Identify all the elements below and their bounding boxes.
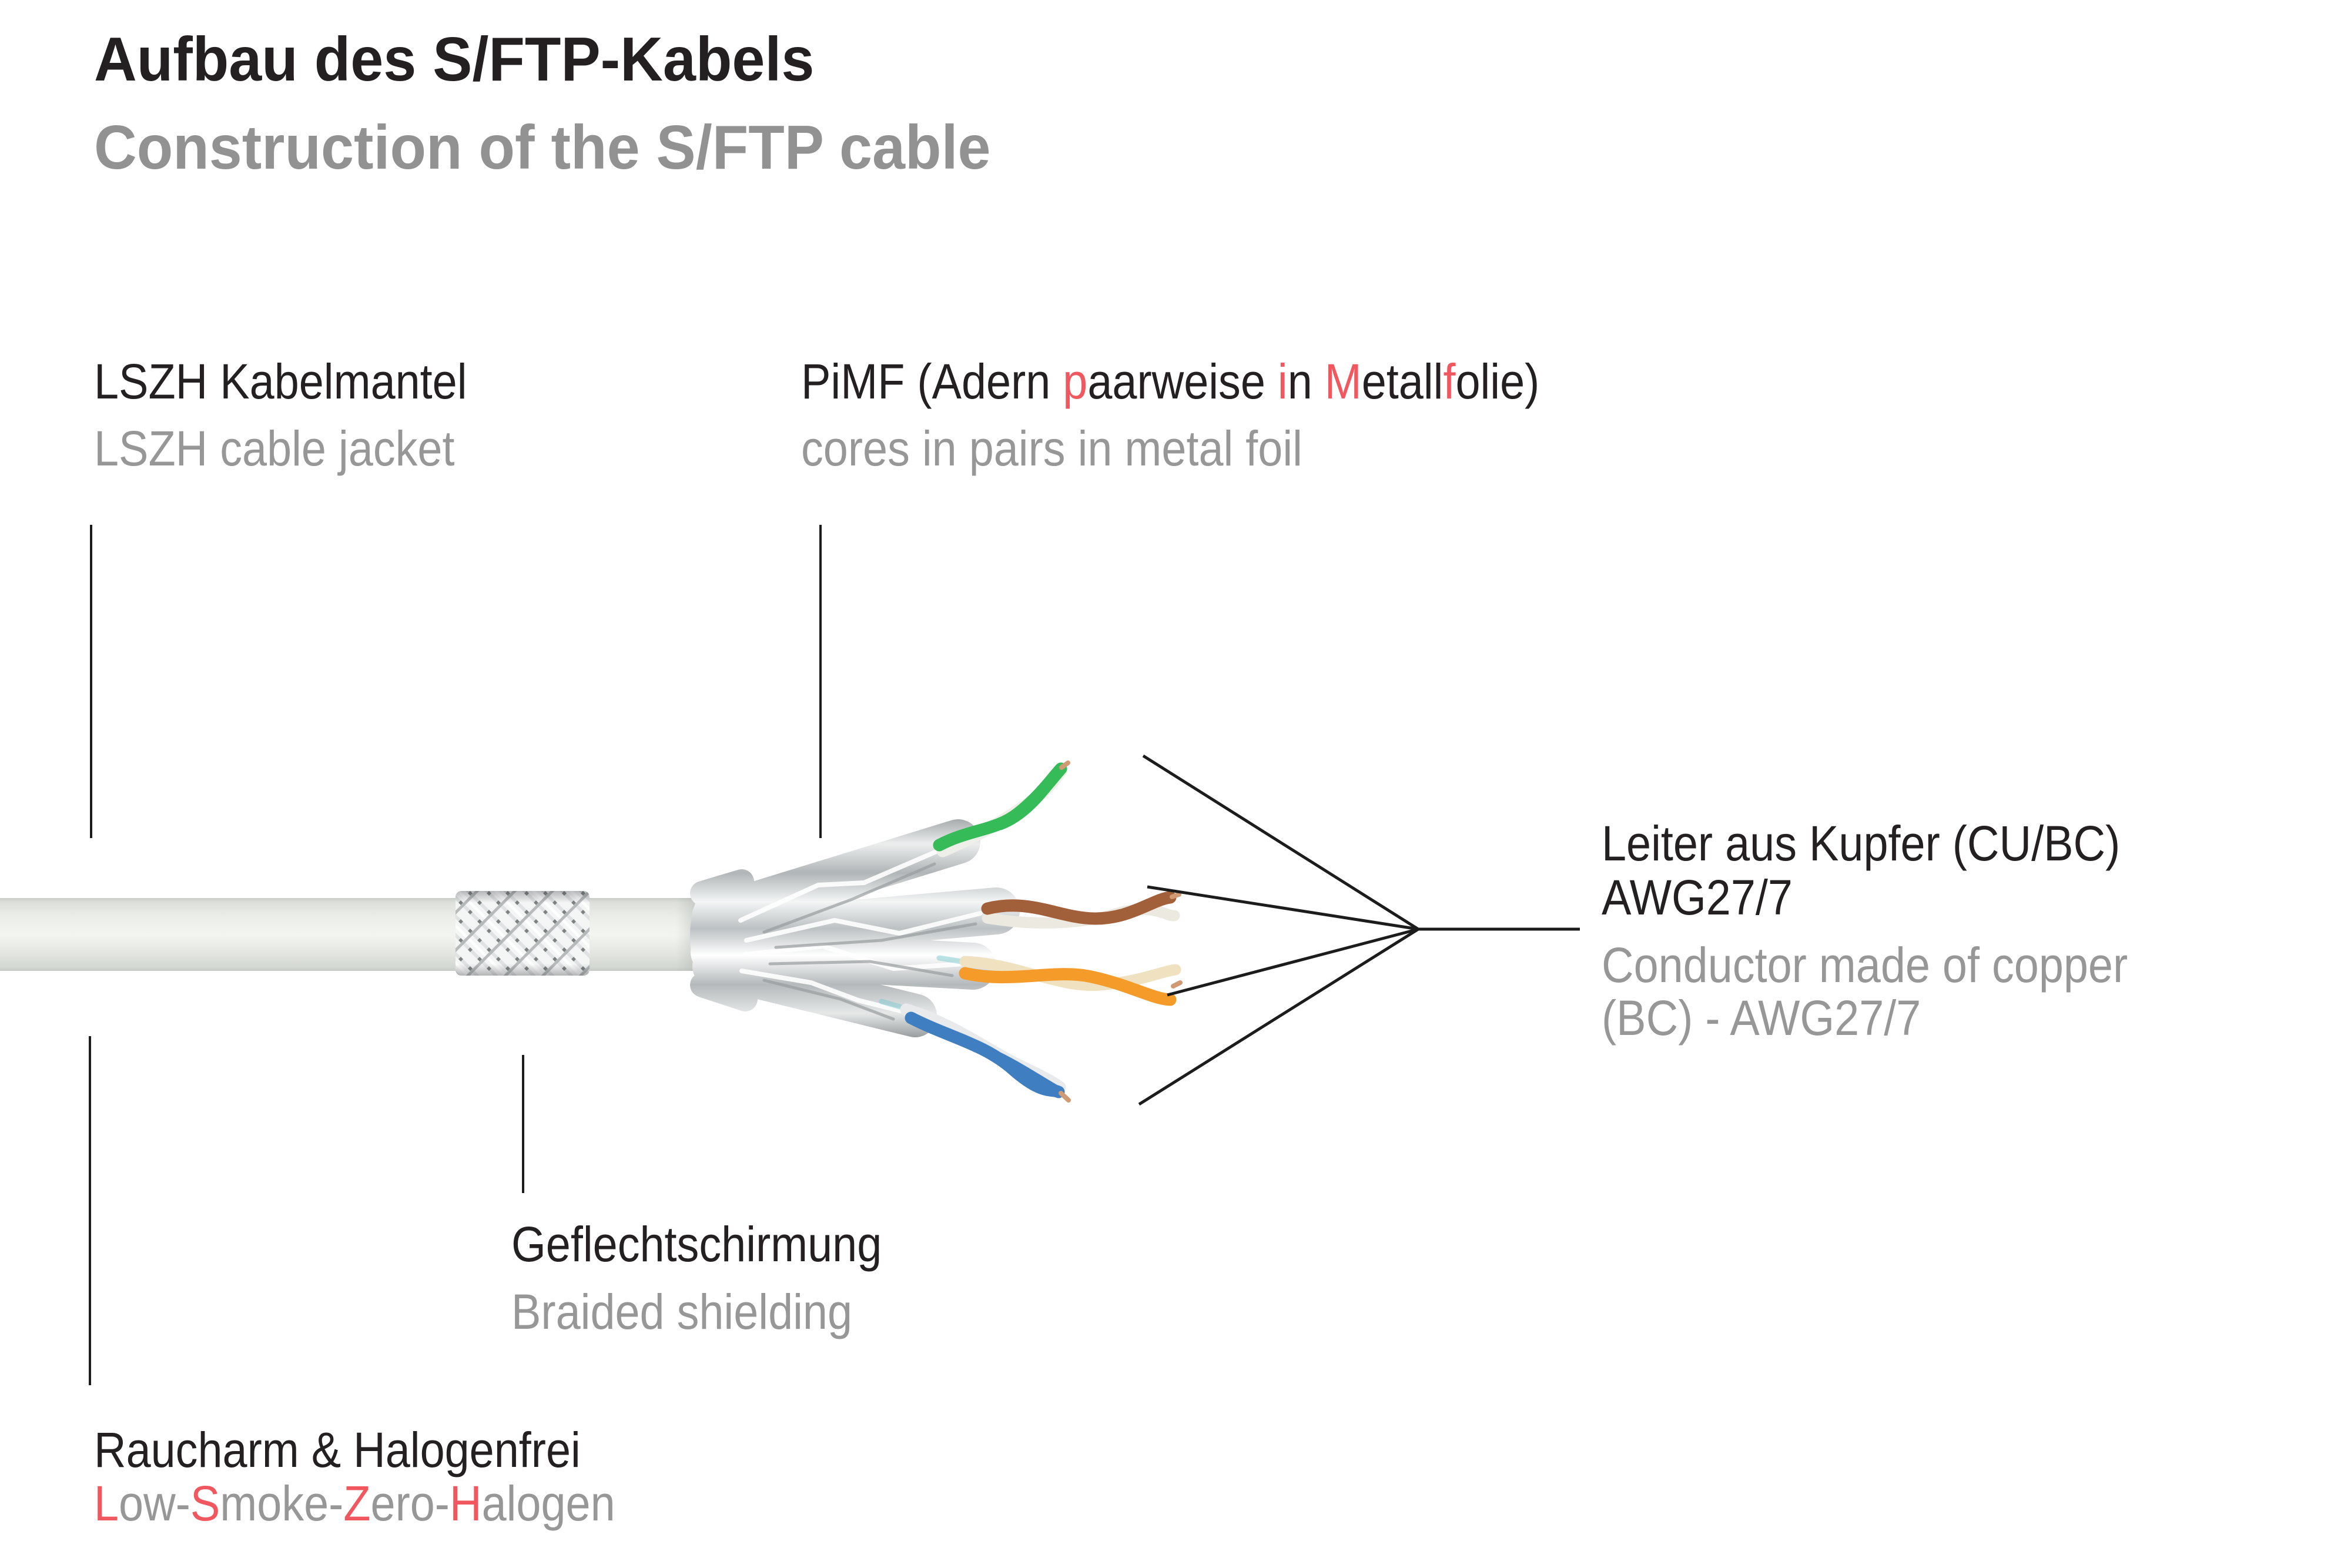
jacket-label-en: LSZH cable jacket — [94, 421, 455, 476]
pimf-seg: aarweise — [1087, 354, 1278, 409]
lszh-property-label-en: Low-Smoke-Zero-Halogen — [94, 1479, 615, 1528]
twisted-pair-blue — [900, 1003, 1071, 1103]
page-title-en: Construction of the S/FTP cable — [94, 113, 991, 182]
foil-shadow-lines — [762, 862, 977, 1021]
cable-jacket — [0, 898, 703, 971]
twisted-pair-green — [933, 760, 1070, 857]
fan-line-1 — [1142, 754, 1419, 931]
pimf-label-en: cores in pairs in metal foil — [801, 421, 1302, 476]
pimf-seg-red: M — [1324, 354, 1362, 409]
pimf-seg: etall — [1361, 354, 1444, 409]
pimf-seg: n — [1287, 354, 1325, 409]
lszh-seg-red: H — [449, 1476, 482, 1531]
braid-label-de: Geflechtschirmung — [511, 1217, 882, 1272]
twisted-pair-orange — [959, 956, 1183, 1006]
foil-sleeves — [691, 819, 1020, 1037]
lszh-seg: ero- — [370, 1476, 450, 1531]
lszh-seg: moke- — [220, 1476, 344, 1531]
fan-line-3 — [1167, 927, 1419, 997]
callout-lines — [89, 525, 822, 1385]
foil-highlights — [738, 847, 983, 1014]
lszh-property-label-de: Raucharm & Halogenfrei — [94, 1422, 581, 1477]
pimf-seg: PiMF (Adern — [801, 354, 1063, 409]
twisted-pairs — [900, 760, 1183, 1103]
conductor-label-en-line1: Conductor made of copper — [1602, 937, 2128, 993]
conductor-label-de-line2: AWG27/7 — [1602, 870, 1793, 925]
lszh-seg-red: Z — [343, 1476, 371, 1531]
lszh-seg-red: S — [190, 1476, 220, 1531]
pimf-seg-red: i — [1277, 354, 1288, 409]
twisted-pair-brown — [981, 891, 1181, 929]
foil-sleeve-green-pair — [692, 819, 980, 939]
page-title-de: Aufbau des S/FTP-Kabels — [94, 25, 815, 94]
conductor-label-de-line1: Leiter aus Kupfer (CU/BC) — [1602, 816, 2121, 871]
pimf-seg: olie) — [1455, 354, 1540, 409]
fan-line-4 — [1138, 927, 1419, 1106]
braid-label-en: Braided shielding — [511, 1284, 852, 1339]
pimf-seg-red: p — [1063, 354, 1088, 409]
lszh-seg-red: L — [94, 1476, 119, 1531]
lszh-seg: alogen — [481, 1476, 615, 1531]
jacket-label-de: LSZH Kabelmantel — [94, 354, 467, 409]
conductor-label-en-line2: (BC) - AWG27/7 — [1602, 990, 1921, 1046]
fan-line-2 — [1147, 885, 1419, 931]
braided-shield — [456, 891, 590, 976]
conductor-fan-lines — [1138, 754, 1580, 1106]
lszh-seg: ow- — [119, 1476, 190, 1531]
pimf-seg-red: f — [1443, 354, 1456, 409]
pimf-label-de: PiMF (Adern paarweise in Metallfolie) — [801, 357, 1539, 406]
